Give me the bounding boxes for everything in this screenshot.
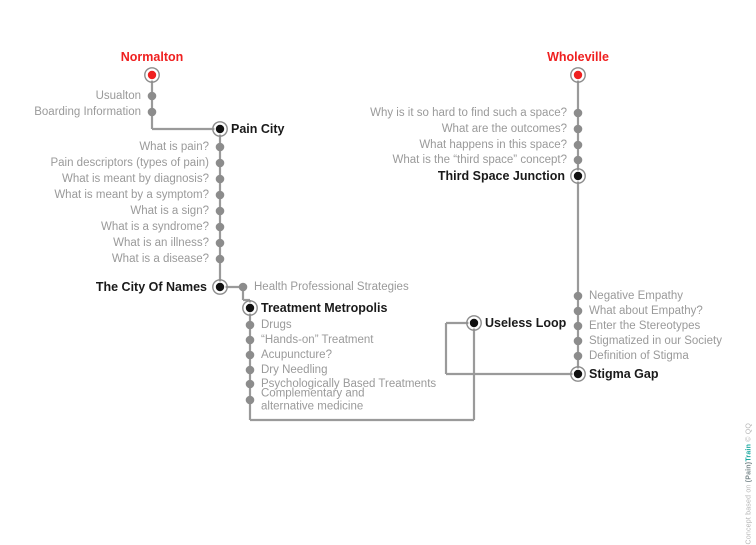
- station-label-city-of-names: The City Of Names: [95, 280, 207, 294]
- stop-dot-stigma-3[interactable]: [573, 336, 583, 346]
- stop-label-stigma-0: Negative Empathy: [589, 290, 683, 302]
- stop-label-treatment-3: Dry Needling: [261, 364, 328, 376]
- stop-label-paincity-4: What is a sign?: [130, 205, 209, 217]
- stop-dot-stigma-2[interactable]: [573, 321, 583, 331]
- stop-dot-treatment-2[interactable]: [245, 350, 255, 360]
- stop-dot-paincity-1[interactable]: [215, 158, 225, 168]
- stop-dot-paincity-5[interactable]: [215, 222, 225, 232]
- station-node-useless-loop[interactable]: [469, 318, 479, 328]
- stop-label-normalton-0: Usualton: [95, 90, 141, 102]
- stop-dot-treatment-1[interactable]: [245, 335, 255, 345]
- stop-dot-paincity-4[interactable]: [215, 206, 225, 216]
- stop-dot-stigma-1[interactable]: [573, 306, 583, 316]
- stop-label-stigma-4: Definition of Stigma: [589, 350, 689, 362]
- terminus-label-normalton: Normalton: [120, 50, 184, 64]
- stop-dot-paincity-6[interactable]: [215, 238, 225, 248]
- station-node-stigma-gap[interactable]: [573, 369, 583, 379]
- stop-dot-paincity-2[interactable]: [215, 174, 225, 184]
- brand-pain: (Pain): [745, 461, 752, 483]
- stop-label-health-professional-strategies: Health Professional Strategies: [254, 281, 409, 293]
- station-node-stigma-gap-ring: [570, 366, 586, 382]
- station-label-pain-city: Pain City: [231, 122, 285, 136]
- stop-label-wholeville-3: What is the “third space” concept?: [392, 154, 568, 166]
- stop-dot-paincity-3[interactable]: [215, 190, 225, 200]
- stop-label-treatment-2: Acupuncture?: [261, 349, 332, 361]
- stop-dot-treatment-4[interactable]: [245, 379, 255, 389]
- stop-label-paincity-0: What is pain?: [139, 141, 209, 153]
- stop-label-wholeville-1: What are the outcomes?: [441, 123, 567, 135]
- stop-dot-normalton-1[interactable]: [147, 107, 157, 117]
- stop-dot-paincity-0[interactable]: [215, 142, 225, 152]
- stop-dot-stigma-4[interactable]: [573, 351, 583, 361]
- stop-dot-wholeville-2[interactable]: [573, 140, 583, 150]
- terminus-node-normalton-ring: [144, 67, 160, 83]
- terminus-node-normalton[interactable]: [147, 70, 157, 80]
- stop-label-treatment-0: Drugs: [261, 319, 292, 331]
- stop-label-wholeville-0: Why is it so hard to find such a space?: [370, 107, 567, 119]
- stop-label-treatment-4: Psychologically Based Treatments: [261, 378, 437, 390]
- station-node-treatment-metropolis-ring: [242, 300, 258, 316]
- stop-label-stigma-2: Enter the Stereotypes: [589, 320, 701, 332]
- station-label-useless-loop: Useless Loop: [485, 316, 567, 330]
- station-node-third-space-junction[interactable]: [573, 171, 583, 181]
- stop-dot-normalton-0[interactable]: [147, 91, 157, 101]
- stop-label-paincity-7: What is a disease?: [111, 253, 209, 265]
- terminus-node-wholeville[interactable]: [573, 70, 583, 80]
- stop-label-paincity-1: Pain descriptors (types of pain): [50, 157, 209, 169]
- credit-watermark: Concept based on (Pain)Train © QQ: [745, 423, 752, 545]
- stop-dot-paincity-7[interactable]: [215, 254, 225, 264]
- station-node-third-space-junction-ring: [570, 168, 586, 184]
- station-label-third-space-junction: Third Space Junction: [437, 169, 565, 183]
- stop-label-stigma-3: Stigmatized in our Society: [589, 335, 722, 347]
- station-node-pain-city[interactable]: [215, 124, 225, 134]
- brand-train: Train: [745, 443, 752, 462]
- stop-label-wholeville-2: What happens in this space?: [419, 139, 567, 151]
- station-label-treatment-metropolis: Treatment Metropolis: [261, 301, 388, 315]
- stop-dot-treatment-5[interactable]: [245, 395, 255, 405]
- stop-label-paincity-3: What is meant by a symptom?: [54, 189, 209, 201]
- stop-label-paincity-5: What is a syndrome?: [100, 221, 209, 233]
- stop-dot-wholeville-1[interactable]: [573, 124, 583, 134]
- station-node-treatment-metropolis[interactable]: [245, 303, 255, 313]
- stop-dot-treatment-0[interactable]: [245, 320, 255, 330]
- terminus-label-wholeville: Wholeville: [547, 50, 609, 64]
- station-label-stigma-gap: Stigma Gap: [589, 367, 659, 381]
- stop-dot-health-professional-strategies[interactable]: [238, 282, 248, 292]
- station-node-city-of-names-ring: [212, 279, 228, 295]
- stop-label-stigma-1: What about Empathy?: [589, 305, 703, 317]
- terminus-node-wholeville-ring: [570, 67, 586, 83]
- stop-label-treatment-1: “Hands-on” Treatment: [261, 334, 374, 346]
- station-node-useless-loop-ring: [466, 315, 482, 331]
- stop-label-normalton-1: Boarding Information: [34, 106, 141, 118]
- stop-dot-wholeville-0[interactable]: [573, 108, 583, 118]
- metro-map-canvas: [144, 67, 586, 422]
- stop-dot-stigma-0[interactable]: [573, 291, 583, 301]
- stop-label-paincity-2: What is meant by diagnosis?: [61, 173, 209, 185]
- stop-label-paincity-6: What is an illness?: [113, 237, 209, 249]
- stop-dot-wholeville-3[interactable]: [573, 155, 583, 165]
- stop-dot-treatment-3[interactable]: [245, 365, 255, 375]
- station-node-pain-city-ring: [212, 121, 228, 137]
- credit-prefix: Concept based on: [745, 482, 752, 545]
- credit-suffix: © QQ: [745, 423, 752, 444]
- station-node-city-of-names[interactable]: [215, 282, 225, 292]
